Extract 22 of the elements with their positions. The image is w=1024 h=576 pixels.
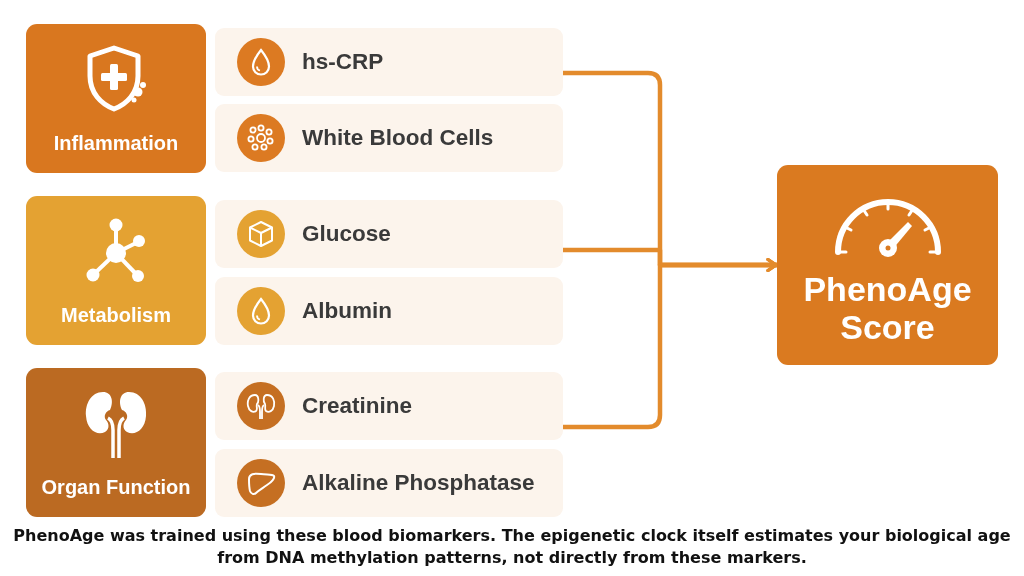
score-label: PhenoAge Score — [802, 270, 973, 346]
biomarker-label: White Blood Cells — [302, 124, 494, 152]
biomarker-label: Glucose — [302, 220, 391, 248]
biomarker-label: hs-CRP — [302, 48, 384, 76]
biomarker-label: Albumin — [302, 297, 392, 325]
category-label: Metabolism — [61, 303, 171, 327]
category-label: Inflammation — [53, 131, 179, 155]
biomarker-row — [215, 277, 563, 345]
biomarker-row — [215, 28, 563, 96]
biomarker-label: Alkaline Phosphatase — [302, 469, 535, 497]
category-tile — [26, 368, 206, 517]
biomarker-row — [215, 449, 563, 517]
arrow — [563, 257, 778, 430]
category-label: Organ Function — [41, 475, 191, 499]
caption-text: PhenoAge was trained using these blood biomarkers. The epigenetic clock itself estimates your biological age from DNA methylation patterns, not directly from these markers. — [12, 525, 1012, 569]
biomarker-row — [215, 372, 563, 440]
biomarker-row — [215, 104, 563, 172]
category-tile — [26, 24, 206, 173]
score-tile — [777, 165, 998, 365]
category-tile — [26, 196, 206, 345]
biomarker-row — [215, 200, 563, 268]
biomarker-label: Creatinine — [302, 392, 413, 420]
